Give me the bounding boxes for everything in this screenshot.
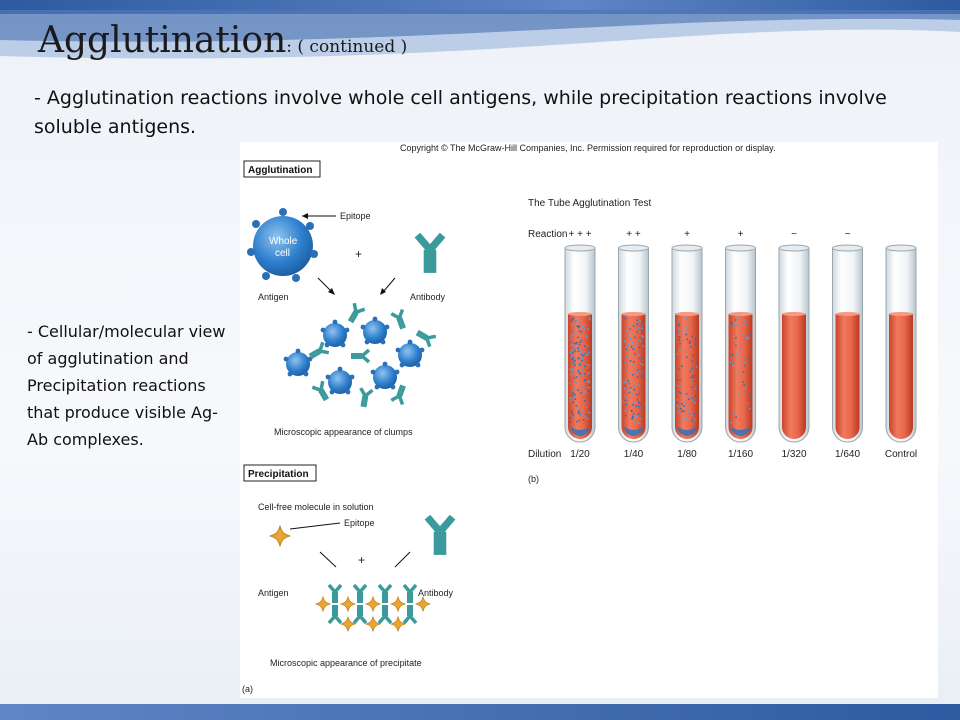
bullet-agglutination-vs-precipitation: - Agglutination reactions involve whole … [34,84,914,142]
cell-free-label: Cell-free molecule in solution [258,502,374,512]
precip-arrow-antibody [395,552,410,567]
precip-antigen-label: Antigen [258,588,289,598]
precipitation-box-label: Precipitation [248,469,309,480]
panel-b-label: (b) [528,474,539,484]
dilution-value: Control [885,449,917,460]
agglutination-figure: Copyright © The McGraw-Hill Companies, I… [240,142,938,698]
reaction-value: + + [626,229,641,240]
antigen-label: Antigen [258,292,289,302]
antibody-icon [417,235,442,273]
clumps-caption: Microscopic appearance of clumps [274,427,413,437]
test-tube-2: + + 1/40 [619,229,649,460]
bullet-cellular-view: - Cellular/molecular view of agglutinati… [27,318,232,453]
antibody-label: Antibody [410,292,446,302]
whole-cell-label-1: Whole [269,236,298,247]
plus-sign: + [355,247,362,261]
reaction-value: + + + [568,229,591,240]
test-tube-3: +1/80 [672,229,702,460]
precipitate-caption: Microscopic appearance of precipitate [270,658,422,668]
agglutination-box-label: Agglutination [248,165,312,176]
precip-antibody-label: Antibody [418,588,454,598]
test-tube-4: +1/160 [726,229,756,460]
dilution-value: 1/20 [570,449,590,460]
dilution-value: 1/320 [781,449,806,460]
dilution-value: 1/640 [835,449,860,460]
bottom-decorative-band [0,704,960,720]
test-tube-5: − 1/320 [779,229,809,460]
slide-title: Agglutination: ( continued ) [38,20,407,61]
figure-canvas: Copyright © The McGraw-Hill Companies, I… [240,142,938,698]
reaction-value: − [845,229,851,240]
precip-epitope-label: Epitope [344,518,375,528]
reaction-value: − [791,229,797,240]
precipitate-lattice [316,585,430,631]
dilution-value: 1/40 [624,449,644,460]
tube-test-title: The Tube Agglutination Test [528,198,651,209]
soluble-antigen-icon [270,526,290,546]
test-tube-7: Control [885,245,917,460]
copyright-notice: Copyright © The McGraw-Hill Companies, I… [400,143,775,153]
arrow-antibody [383,278,395,292]
slide-title-main: Agglutination [38,20,286,61]
agglutination-clump [284,303,436,408]
panel-a-label: (a) [242,684,253,694]
precip-epitope-pointer [290,523,340,529]
test-tube-1: + + + 1/20 [565,229,595,460]
reaction-value: + [684,229,690,240]
precip-antibody-icon [427,517,452,555]
slide-title-sub: : ( continued ) [286,37,407,57]
whole-cell-label-2: cell [275,248,290,259]
arrow-antigen [318,278,332,292]
precip-arrow-antigen [320,552,336,567]
dilution-value: 1/80 [677,449,697,460]
epitope-arrowhead [302,213,308,219]
precip-plus-sign: + [358,553,365,567]
reaction-value: + [738,229,744,240]
epitope-label: Epitope [340,211,371,221]
test-tube-6: − 1/640 [833,229,863,460]
reaction-label: Reaction [528,229,567,240]
dilution-value: 1/160 [728,449,753,460]
dilution-label: Dilution [528,449,561,460]
